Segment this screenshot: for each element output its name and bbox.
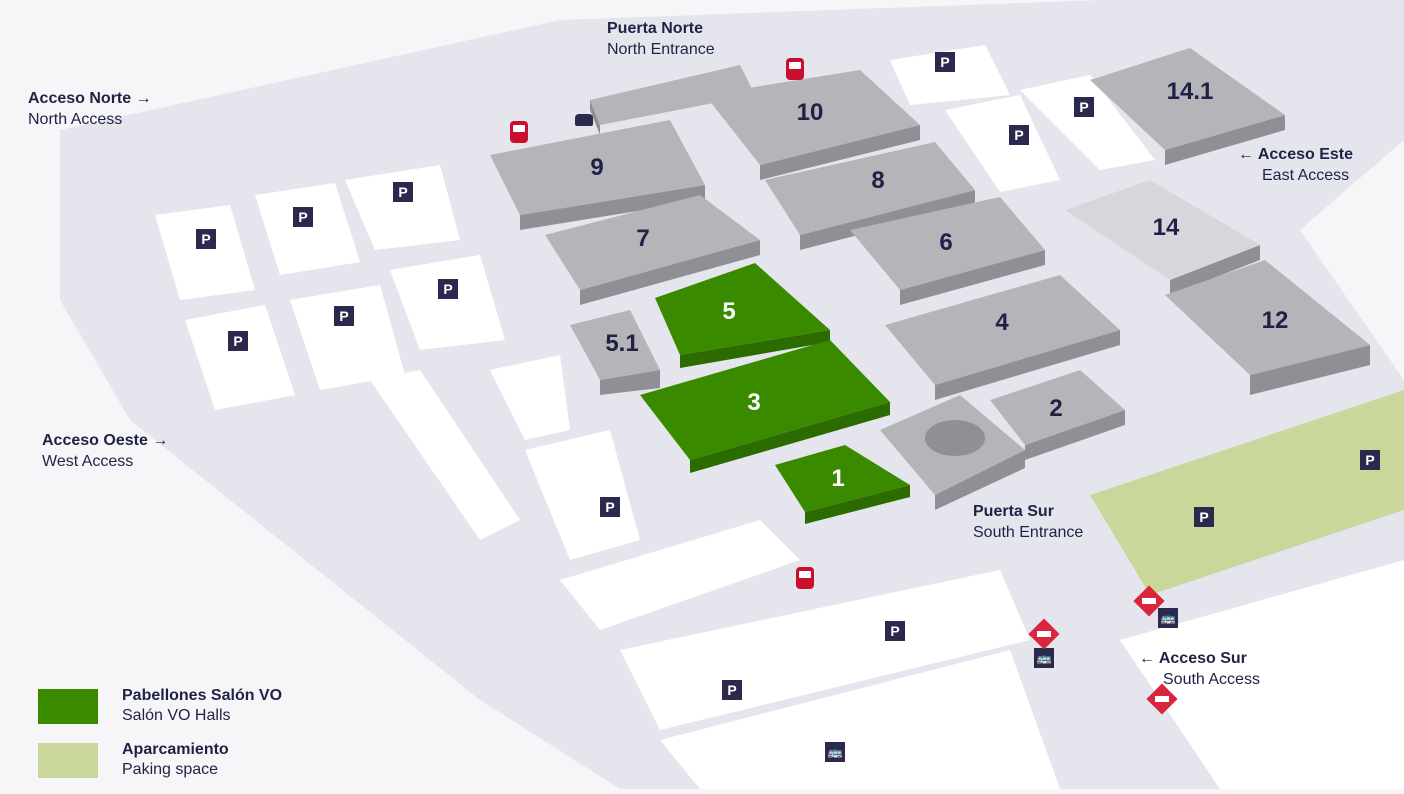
- parking-icon: P: [393, 182, 413, 202]
- legend-title: Aparcamiento: [122, 741, 229, 758]
- hall-10: [705, 70, 920, 165]
- parking-icon: P: [334, 306, 354, 326]
- label-en: South Access: [1163, 671, 1260, 688]
- hall-12: [1165, 260, 1370, 375]
- hall-label-3: 3: [747, 389, 760, 416]
- legend-item-salon-vo-halls: Pabellones Salón VO Salón VO Halls: [38, 686, 282, 726]
- coach-icon: [796, 567, 814, 589]
- hall-14: [1065, 180, 1260, 280]
- parking-icon: P: [1360, 450, 1380, 470]
- legend-swatch: [38, 742, 98, 778]
- bus-stop-icon: 🚌: [825, 742, 845, 762]
- taxi-icon: [575, 114, 593, 126]
- hall-9: [490, 120, 705, 215]
- hall-8: [765, 142, 975, 235]
- label-en: West Access: [42, 453, 134, 470]
- hall-5: [655, 263, 830, 355]
- hall-label-5: 5: [722, 298, 735, 325]
- halls: [490, 48, 1370, 495]
- parking-icon: P: [438, 279, 458, 299]
- legend-title: Pabellones Salón VO: [122, 687, 283, 704]
- parking-icon: P: [228, 331, 248, 351]
- label-west-access: Acceso Oeste → West Access: [42, 430, 168, 472]
- hall-label-8: 8: [871, 167, 884, 194]
- label-en: North Access: [28, 111, 123, 128]
- parking-icon: P: [1194, 507, 1214, 527]
- bus-stop-icon: 🚌: [1034, 648, 1054, 668]
- hall-1: [775, 445, 910, 512]
- hall-14-1: [1090, 48, 1285, 150]
- parking-icon: P: [600, 497, 620, 517]
- label-en: East Access: [1262, 167, 1350, 184]
- label-es: Puerta Sur: [973, 503, 1054, 520]
- hall-7: [545, 195, 760, 290]
- hall-north-small: [590, 65, 755, 125]
- hall-3: [640, 340, 890, 460]
- hall-label-10: 10: [797, 99, 824, 126]
- label-es: ← Acceso Sur: [1139, 650, 1247, 667]
- hall-label-9: 9: [590, 154, 603, 181]
- hall-label-12: 12: [1262, 307, 1289, 334]
- central-courtyard: [925, 420, 985, 456]
- label-es: Acceso Oeste →: [42, 432, 169, 449]
- label-es: Puerta Norte: [607, 20, 704, 37]
- parking-icon: P: [196, 229, 216, 249]
- hall-label-2: 2: [1049, 395, 1062, 422]
- hall-2: [990, 370, 1125, 445]
- hall-label-7: 7: [636, 225, 649, 252]
- label-north-access: Acceso Norte → North Access: [28, 88, 152, 130]
- parking-icon: P: [1009, 125, 1029, 145]
- label-en: South Entrance: [973, 524, 1084, 541]
- salon-vo-halls: [640, 263, 910, 512]
- hall-label-14: 14: [1153, 214, 1180, 241]
- hall-label-5-1: 5.1: [605, 330, 638, 357]
- bus-stop-icon: 🚌: [1158, 608, 1178, 628]
- hall-6: [850, 197, 1045, 290]
- hall-label-4: 4: [995, 309, 1009, 336]
- legend: Pabellones Salón VO Salón VO Halls Aparca…: [38, 686, 282, 794]
- parking-icon: P: [722, 680, 742, 700]
- hall-4: [885, 275, 1120, 385]
- hall-label-14-1: 14.1: [1167, 78, 1214, 105]
- parking-icon: P: [885, 621, 905, 641]
- parking-icon: P: [293, 207, 313, 227]
- hall-sides: [520, 100, 1370, 510]
- legend-subtitle: Paking space: [122, 761, 219, 778]
- parking-icon: P: [1074, 97, 1094, 117]
- label-es: Acceso Norte →: [28, 90, 152, 107]
- parking-icon: P: [935, 52, 955, 72]
- legend-swatch: [38, 688, 98, 724]
- coach-icon: [510, 121, 528, 143]
- hall-label-1: 1: [831, 465, 844, 492]
- hall-5-1: [570, 310, 660, 380]
- hall-sides-green: [680, 330, 910, 524]
- coach-icon: [786, 58, 804, 80]
- parking-area: [1090, 390, 1404, 595]
- hall-label-6: 6: [939, 229, 952, 256]
- label-es: ← Acceso Este: [1238, 146, 1354, 163]
- legend-subtitle: Salón VO Halls: [122, 707, 231, 724]
- label-en: North Entrance: [607, 41, 715, 58]
